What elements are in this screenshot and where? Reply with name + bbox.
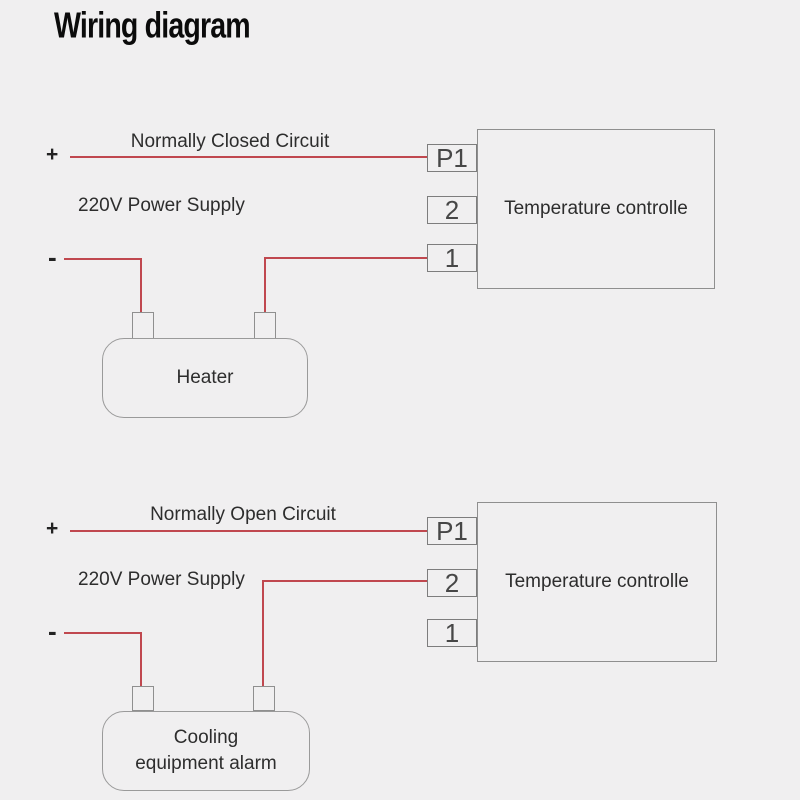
- wire-minus-vertical: [140, 258, 142, 313]
- power-supply-label: 220V Power Supply: [78, 195, 245, 216]
- heater-box: Heater: [102, 338, 308, 418]
- wire-device-to-terminal1-vertical: [264, 257, 266, 313]
- terminal-p1-label: P1: [436, 143, 468, 173]
- circuit-type-label: Normally Open Circuit: [150, 504, 336, 525]
- alarm-left-connector-lug: [132, 686, 154, 711]
- terminal-2-label: 2: [444, 568, 460, 598]
- heater-right-connector-lug: [254, 312, 276, 339]
- cooling-equipment-alarm-label: Cooling equipment alarm: [135, 727, 277, 774]
- heater-label: Heater: [176, 367, 234, 389]
- wire-minus-horizontal: [64, 632, 142, 634]
- terminal-1-label: 1: [444, 243, 460, 273]
- wire-minus-vertical: [140, 632, 142, 687]
- terminal-p1-label: P1: [436, 516, 468, 546]
- terminal-1: 1: [427, 244, 477, 272]
- wire-device-to-terminal2-horizontal: [262, 580, 427, 582]
- terminal-2: 2: [427, 196, 477, 224]
- wire-device-to-terminal1-horizontal: [264, 257, 427, 259]
- temperature-controller-label: Temperature controlle: [505, 571, 689, 592]
- power-supply-label: 220V Power Supply: [78, 569, 245, 590]
- cooling-equipment-alarm-box: Cooling equipment alarm: [102, 711, 310, 791]
- page-title: Wiring diagram: [54, 6, 251, 46]
- terminal-1: 1: [427, 619, 477, 647]
- heater-left-connector-lug: [132, 312, 154, 339]
- wire-device-to-terminal2-vertical: [262, 580, 264, 687]
- wire-plus-to-p1: [70, 530, 427, 532]
- plus-terminal-label: +: [46, 517, 59, 540]
- terminal-1-label: 1: [444, 618, 460, 648]
- wire-minus-horizontal: [64, 258, 142, 260]
- minus-terminal-label: -: [48, 242, 57, 272]
- wire-plus-to-p1: [70, 156, 427, 158]
- circuit-type-label: Normally Closed Circuit: [130, 131, 330, 152]
- minus-terminal-label: -: [48, 616, 57, 646]
- temperature-controller-box: Temperature controlle: [477, 502, 717, 662]
- temperature-controller-label: Temperature controlle: [504, 198, 688, 219]
- temperature-controller-box: Temperature controlle: [477, 129, 715, 289]
- terminal-p1: P1: [427, 144, 477, 172]
- alarm-right-connector-lug: [253, 686, 275, 711]
- terminal-p1: P1: [427, 517, 477, 545]
- terminal-2: 2: [427, 569, 477, 597]
- plus-terminal-label: +: [46, 143, 59, 166]
- terminal-2-label: 2: [444, 195, 460, 225]
